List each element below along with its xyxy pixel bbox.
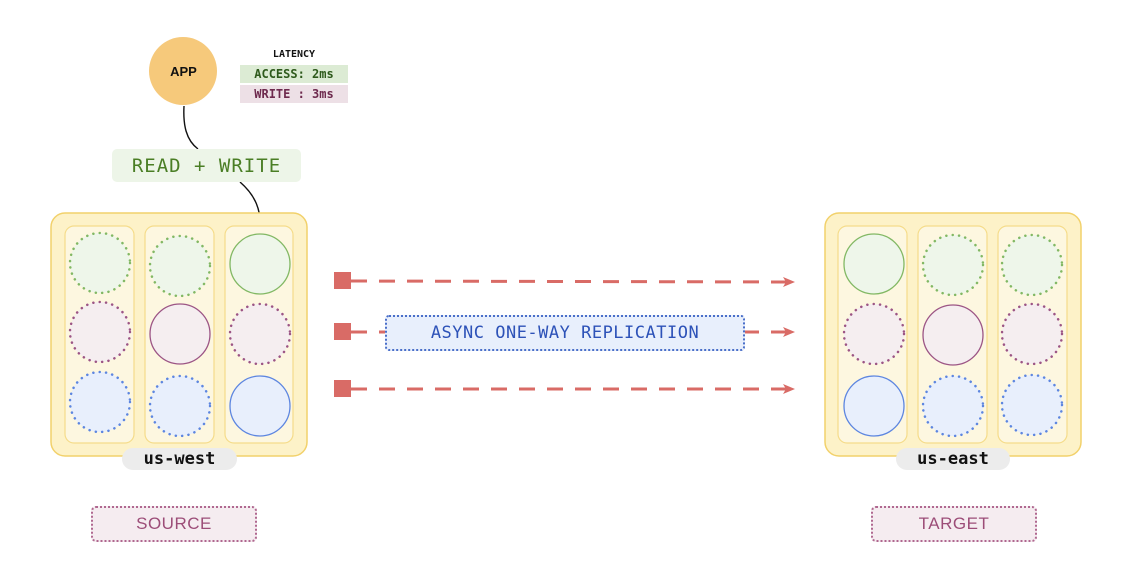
read-write-label: READ + WRITE (112, 149, 301, 182)
region-name-us-west: us-west (122, 448, 237, 470)
replica-shard (1000, 373, 1064, 437)
replica-shard (68, 231, 132, 295)
leader-shard (922, 304, 984, 366)
leader-shard (149, 303, 211, 365)
app-label: APP (170, 64, 197, 79)
replica-shard (921, 374, 985, 438)
replication-arrow (350, 276, 795, 287)
replica-shard (148, 374, 212, 438)
region-name-us-east: us-east (896, 448, 1010, 470)
replica-shard (68, 370, 132, 434)
arrow-source-square (334, 323, 351, 340)
latency-write: WRITE : 3ms (240, 85, 348, 103)
replica-shard (842, 302, 906, 366)
arrow-source-square (334, 380, 351, 397)
leader-shard (229, 375, 291, 437)
leader-shard (843, 233, 905, 295)
replica-shard (1000, 302, 1064, 366)
target-label: TARGET (871, 506, 1037, 542)
app-node (149, 37, 217, 105)
replica-shard (148, 234, 212, 298)
latency-title: LATENCY (272, 49, 316, 60)
replication-label: ASYNC ONE-WAY REPLICATION (385, 315, 745, 351)
latency-access: ACCESS: 2ms (240, 65, 348, 83)
source-label: SOURCE (91, 506, 257, 542)
leader-shard (229, 233, 291, 295)
app-connector-line (183, 105, 199, 150)
replica-shard (921, 233, 985, 297)
region-us-east (824, 212, 1082, 457)
replica-shard (68, 300, 132, 364)
arrow-source-square (334, 272, 351, 289)
replica-shard (1000, 233, 1064, 297)
leader-shard (843, 375, 905, 437)
region-us-west (50, 212, 308, 457)
replica-shard (228, 302, 292, 366)
